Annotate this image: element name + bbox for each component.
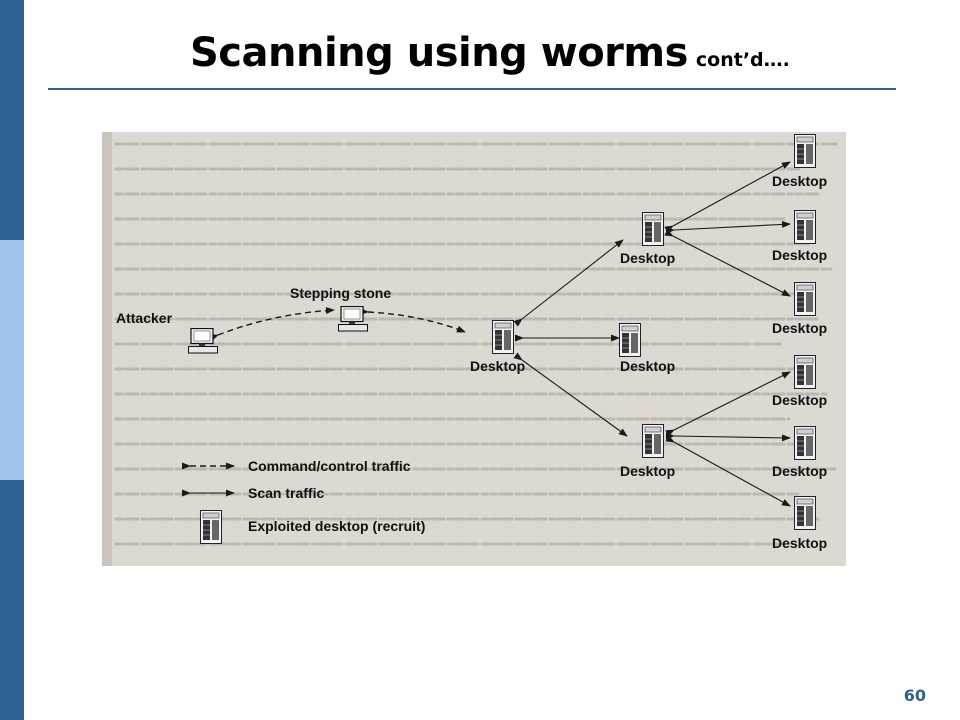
scan-arrow-to-desktop-upper	[513, 239, 624, 327]
exploited-desktop-icon	[794, 496, 816, 530]
slide-title: Scanning using worms cont’d….	[190, 30, 790, 76]
exploited-desktop-icon	[642, 212, 664, 246]
stepping-stone-computer-icon	[338, 306, 368, 332]
exploited-desktop-icon	[794, 210, 816, 244]
scan-arrow-upper-to-d3	[664, 229, 791, 297]
desktop-label: Desktop	[620, 358, 675, 374]
page-number: 60	[903, 686, 926, 705]
attacker-computer-icon	[188, 328, 218, 354]
figure-left-shadow	[102, 132, 112, 566]
exploited-desktop-icon	[794, 355, 816, 389]
exploited-desktop-icon	[794, 282, 816, 316]
desktop-label: Desktop	[772, 392, 827, 408]
stepping-stone-label: Stepping stone	[290, 285, 391, 301]
exploited-desktop-icon	[492, 320, 514, 354]
scan-arrow-lower-to-d6	[665, 435, 791, 507]
worm-scanning-diagram: Attacker Stepping stone Desktop Desktop …	[102, 132, 846, 566]
desktop-label: Desktop	[620, 463, 675, 479]
slide-title-main: Scanning using worms	[190, 30, 688, 76]
left-accent-bar-highlight	[0, 240, 24, 480]
left-accent-bar	[0, 0, 24, 720]
scan-arrow-lower-to-d4	[665, 371, 791, 437]
desktop-label: Desktop	[772, 535, 827, 551]
scan-arrow-upper-to-d2	[665, 220, 791, 234]
exploited-desktop-icon	[619, 323, 641, 357]
legend-exploited-label: Exploited desktop (recruit)	[248, 518, 425, 534]
command-control-arrow-stepping-stone-desktop	[359, 308, 466, 333]
desktop-label: Desktop	[772, 320, 827, 336]
scan-arrow-to-desktop-lower	[513, 352, 628, 437]
desktop-label: Desktop	[772, 173, 827, 189]
title-underline	[48, 88, 896, 90]
desktop-label: Desktop	[620, 250, 675, 266]
legend-exploited-desktop-icon	[200, 510, 222, 544]
exploited-desktop-icon	[794, 134, 816, 168]
exploited-desktop-icon	[794, 426, 816, 460]
desktop-label: Desktop	[470, 358, 525, 374]
desktop-label: Desktop	[772, 247, 827, 263]
legend-command-control-label: Command/control traffic	[248, 458, 411, 474]
desktop-label: Desktop	[772, 463, 827, 479]
attacker-label: Attacker	[116, 310, 173, 326]
command-control-arrow-attacker-stepping-stone	[209, 307, 335, 342]
diagram-legend: Command/control traffic Scan traffic Exp…	[182, 458, 425, 544]
exploited-desktop-icon	[642, 424, 664, 458]
scan-arrow-upper-to-d1	[664, 161, 791, 233]
slide-title-suffix: cont’d….	[695, 49, 790, 71]
legend-scan-label: Scan traffic	[248, 485, 324, 501]
